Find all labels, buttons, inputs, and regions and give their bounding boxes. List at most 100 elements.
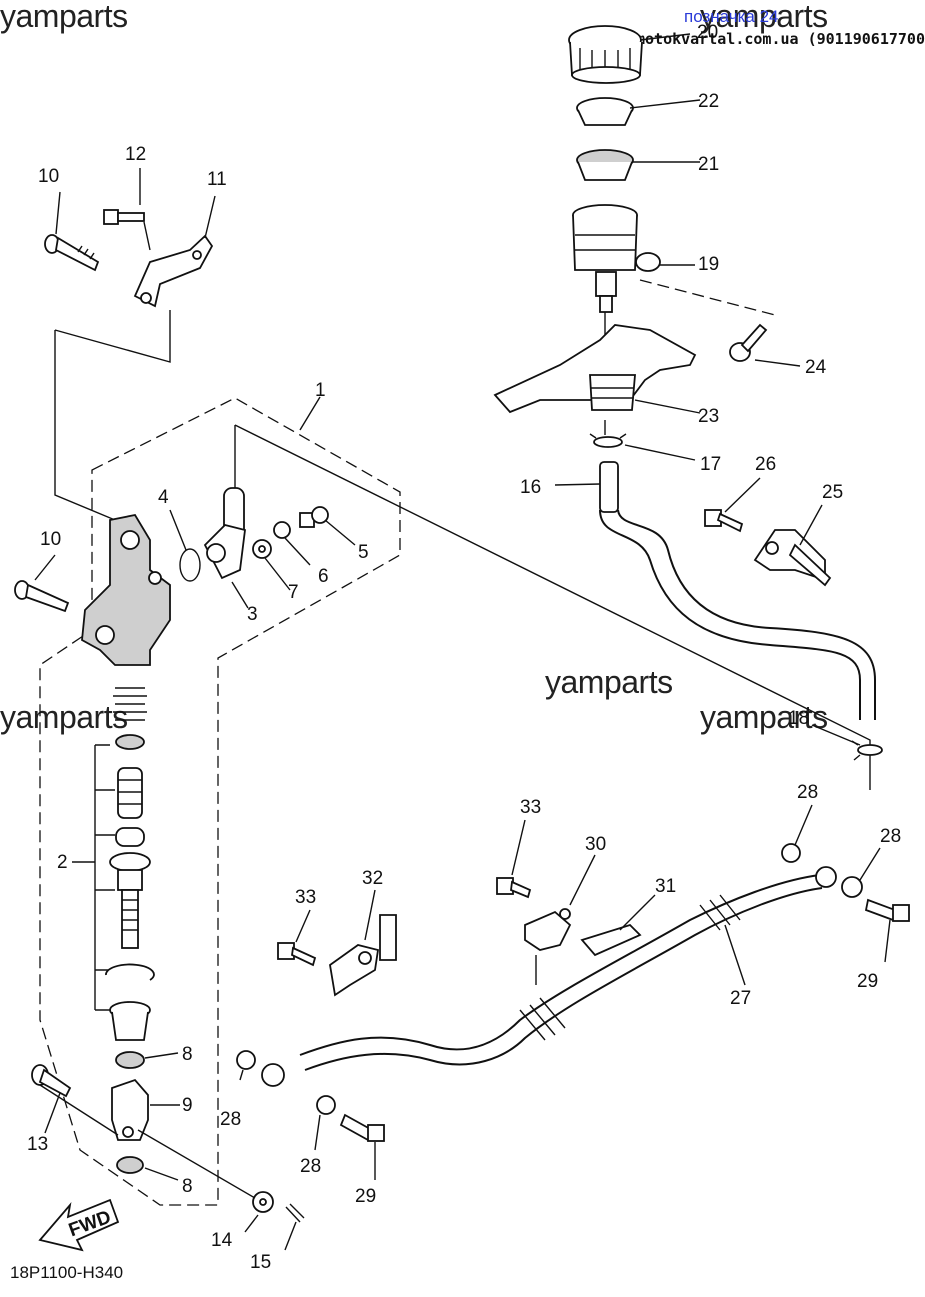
callout-15: 15 <box>250 1252 271 1273</box>
bolt-10-top[interactable] <box>44 234 100 272</box>
holder-23[interactable] <box>493 324 697 414</box>
callout-10: 10 <box>38 166 59 187</box>
callout-26: 26 <box>755 454 776 475</box>
callout-5: 5 <box>358 542 369 563</box>
push-rod[interactable] <box>109 852 151 949</box>
washer-28[interactable] <box>316 1095 336 1115</box>
watermark: yamparts <box>545 664 673 700</box>
header-site: motokvartal.com.ua (901190617700) <box>636 30 925 48</box>
washer-28[interactable] <box>841 876 863 898</box>
bolt-24[interactable] <box>729 323 768 362</box>
banjo-fitting[interactable] <box>815 866 837 888</box>
bolt-10-lower[interactable] <box>14 580 70 613</box>
callout-29: 29 <box>355 1186 376 1207</box>
piston-cup[interactable] <box>117 767 143 819</box>
callout-19: 19 <box>698 254 719 275</box>
reservoir-hose-16[interactable] <box>599 461 876 720</box>
fwd-arrow-icon: FWD <box>38 1198 120 1252</box>
callout-24: 24 <box>805 357 827 378</box>
callout-33: 33 <box>295 887 316 908</box>
fwd-label: FWD <box>66 1207 114 1242</box>
o-ring-4[interactable] <box>179 548 201 582</box>
callout-13: 13 <box>27 1134 48 1155</box>
watermark: yamparts <box>700 0 828 34</box>
callout-25: 25 <box>822 482 843 503</box>
callout-30: 30 <box>585 834 606 855</box>
callout-28: 28 <box>797 782 818 803</box>
pin-13[interactable] <box>31 1064 72 1098</box>
washer-6[interactable] <box>273 521 291 539</box>
leader-line <box>554 483 861 746</box>
boot[interactable] <box>109 1001 151 1041</box>
callout-29: 29 <box>857 971 878 992</box>
bolt-26[interactable] <box>704 509 744 533</box>
header-link[interactable]: позначка 24 <box>684 7 779 26</box>
union-bolt-29[interactable] <box>864 898 910 922</box>
leader-line <box>604 33 801 367</box>
washer-28[interactable] <box>781 843 801 863</box>
leader-line <box>54 330 116 521</box>
hose-joint-3[interactable] <box>203 487 246 580</box>
master-cylinder-body[interactable] <box>81 513 171 666</box>
callout-3: 3 <box>247 604 258 625</box>
assembly-1-boundary <box>39 397 401 1206</box>
callout-22: 22 <box>698 91 719 112</box>
brake-hose-27[interactable] <box>299 874 823 1071</box>
leader-line <box>724 477 823 546</box>
circlip[interactable] <box>105 963 155 981</box>
cup-seal[interactable] <box>115 827 145 847</box>
bracket-32[interactable] <box>329 914 397 997</box>
banjo-fitting[interactable] <box>261 1063 285 1087</box>
plate-22[interactable] <box>576 97 634 126</box>
callout-8: 8 <box>182 1176 193 1197</box>
callout-28: 28 <box>300 1156 321 1177</box>
bolt-33-left[interactable] <box>277 942 317 967</box>
clip-17[interactable] <box>589 433 627 448</box>
callout-4: 4 <box>158 487 169 508</box>
hose-clip-18[interactable] <box>851 740 883 761</box>
callout-21: 21 <box>698 154 719 175</box>
callout-31: 31 <box>655 876 676 897</box>
union-bolt-29[interactable] <box>339 1113 385 1142</box>
bolt-12[interactable] <box>103 209 145 225</box>
callout-28: 28 <box>220 1109 241 1130</box>
nut-8-upper[interactable] <box>115 1051 145 1069</box>
leader-line <box>39 1052 297 1251</box>
leader-line <box>34 554 56 581</box>
callout-1: 1 <box>315 380 326 401</box>
washer-28[interactable] <box>236 1050 256 1070</box>
reservoir-cap-20[interactable] <box>568 25 643 84</box>
callout-9: 9 <box>182 1095 193 1116</box>
callout-16: 16 <box>520 477 541 498</box>
diaphragm-21[interactable] <box>576 149 634 181</box>
spring[interactable] <box>113 687 147 721</box>
nut-8-lower[interactable] <box>116 1156 144 1174</box>
guide-31[interactable] <box>580 923 642 957</box>
seal[interactable] <box>115 734 145 750</box>
callout-20: 20 <box>697 22 718 43</box>
callout-33: 33 <box>520 797 541 818</box>
callout-17: 17 <box>700 454 721 475</box>
callout-6: 6 <box>318 566 329 587</box>
callout-18: 18 <box>788 708 809 729</box>
callout-2: 2 <box>57 852 68 873</box>
callout-32: 32 <box>362 868 383 889</box>
leader-line <box>239 804 891 1180</box>
clevis-9[interactable] <box>111 1078 149 1141</box>
washer-14[interactable] <box>252 1191 274 1213</box>
callout-14: 14 <box>211 1230 233 1251</box>
leader-line <box>639 279 776 316</box>
cotter-pin-15[interactable] <box>285 1203 305 1223</box>
reservoir-19[interactable] <box>572 204 661 313</box>
bracket-25[interactable] <box>753 529 832 587</box>
bracket-11[interactable] <box>133 234 214 308</box>
bolt-33-right[interactable] <box>496 877 532 899</box>
callout-10: 10 <box>40 529 61 550</box>
bolt-5[interactable] <box>299 506 329 528</box>
callout-23: 23 <box>698 406 719 427</box>
alignment-line <box>234 424 871 790</box>
callout-28: 28 <box>880 826 901 847</box>
washer-7[interactable] <box>252 539 272 559</box>
clamp-30[interactable] <box>524 908 572 951</box>
bracket-line-2 <box>72 744 115 1011</box>
